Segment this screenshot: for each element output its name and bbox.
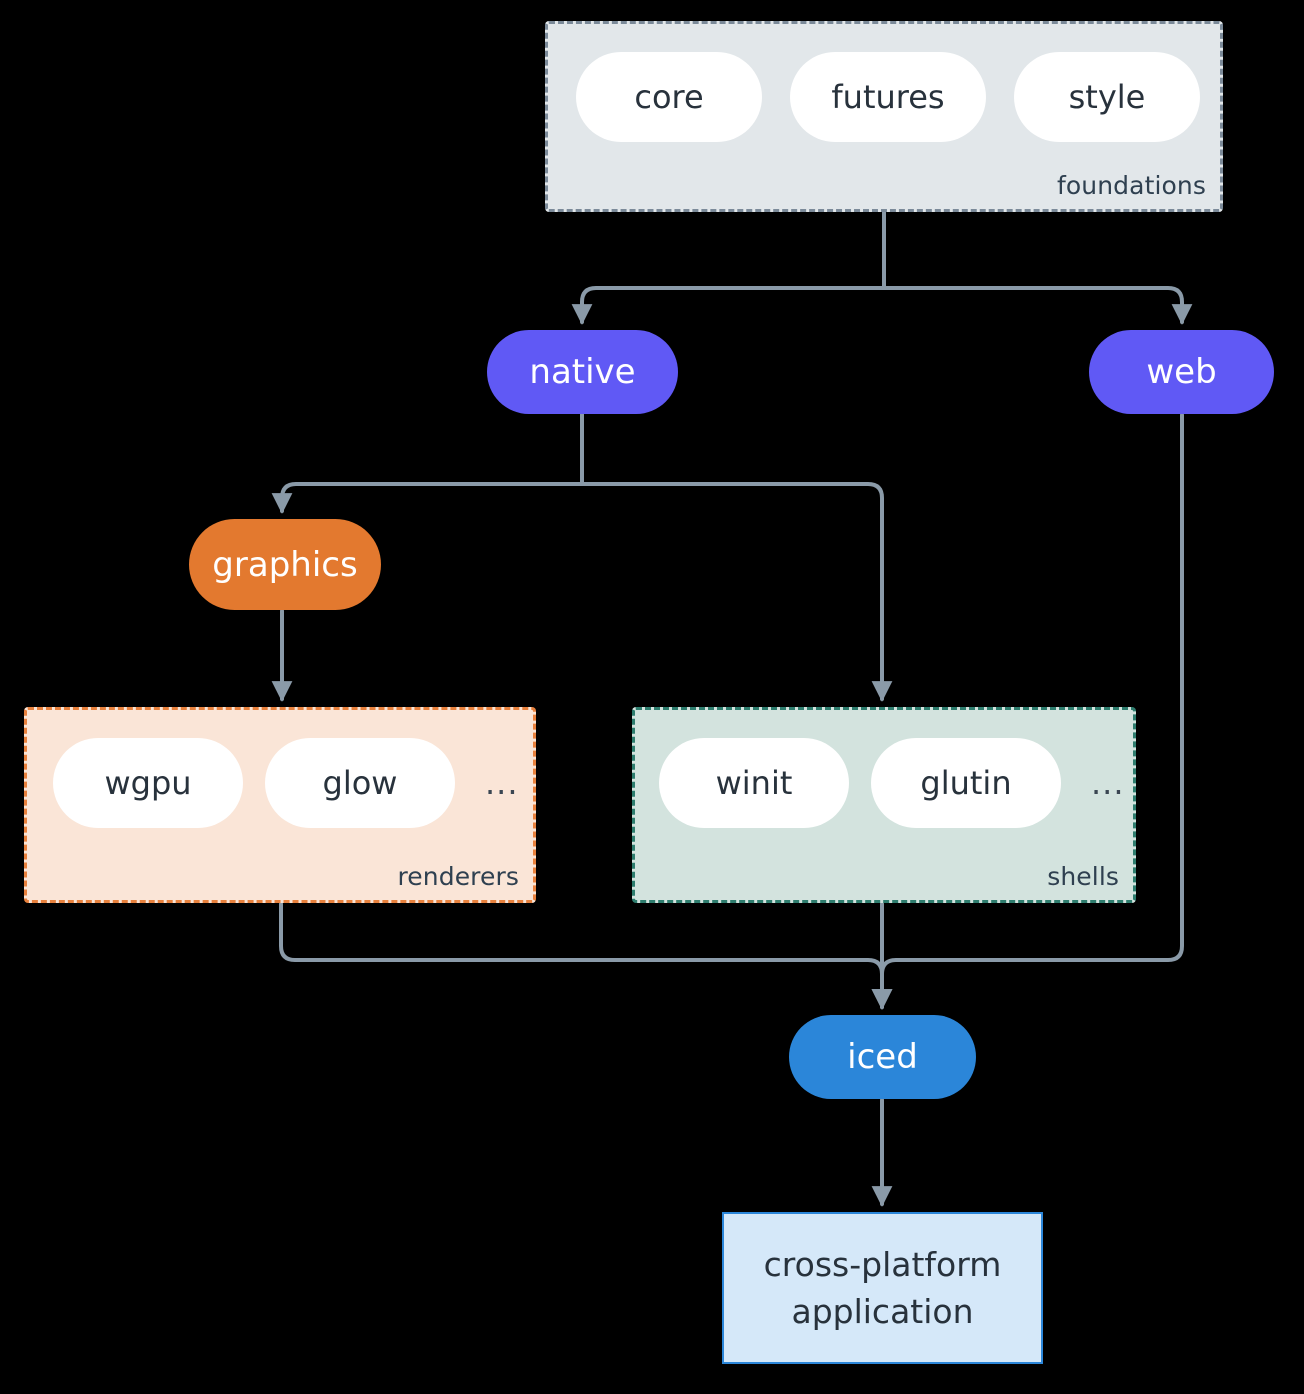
group-label-shells: shells — [1047, 862, 1119, 891]
group-renderers: wgpu glow ... renderers — [24, 707, 536, 903]
app-label-line2: application — [791, 1292, 974, 1331]
group-label-foundations: foundations — [1057, 171, 1206, 200]
app-label-line1: cross-platform — [763, 1245, 1002, 1284]
renderers-ellipsis: ... — [485, 764, 519, 802]
node-web[interactable]: web — [1089, 330, 1274, 414]
node-wgpu[interactable]: wgpu — [53, 738, 243, 828]
node-native[interactable]: native — [487, 330, 678, 414]
group-label-renderers: renderers — [397, 862, 519, 891]
renderers-items: wgpu glow ... — [53, 738, 519, 828]
group-shells: winit glutin ... shells — [632, 707, 1136, 903]
node-glow[interactable]: glow — [265, 738, 455, 828]
edge-foundations-web — [882, 211, 1193, 325]
group-foundations: core futures style foundations — [545, 21, 1223, 212]
edge-native-shells — [580, 413, 893, 702]
node-futures[interactable]: futures — [790, 52, 986, 142]
foundations-items: core futures style — [576, 52, 1200, 142]
shells-ellipsis: ... — [1091, 764, 1125, 802]
node-iced[interactable]: iced — [789, 1015, 976, 1099]
edge-renderers-iced — [279, 902, 893, 1010]
node-graphics[interactable]: graphics — [189, 519, 381, 610]
node-core[interactable]: core — [576, 52, 762, 142]
shells-items: winit glutin ... — [659, 738, 1125, 828]
edge-native-graphics — [271, 413, 584, 514]
node-winit[interactable]: winit — [659, 738, 849, 828]
node-glutin[interactable]: glutin — [871, 738, 1061, 828]
edge-foundations-native — [571, 211, 886, 325]
node-style[interactable]: style — [1014, 52, 1200, 142]
node-cross-platform-application[interactable]: cross-platform application — [722, 1212, 1043, 1364]
